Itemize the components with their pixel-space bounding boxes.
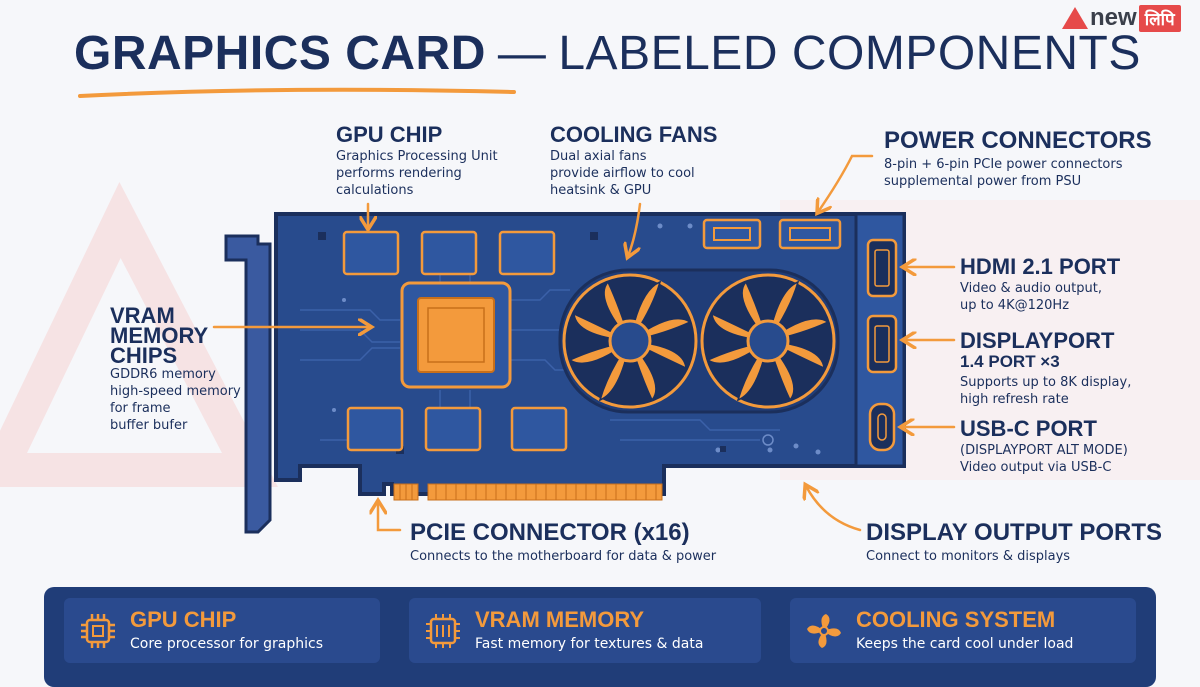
- label-power-connectors-desc: 8-pin + 6-pin PCIe power connectors supp…: [884, 156, 1152, 190]
- summary-card-desc: Keeps the card cool under load: [856, 635, 1074, 652]
- label-usbc: USB-C PORT (DISPLAYPORT ALT MODE) Video …: [960, 418, 1128, 476]
- label-display-outputs-title: DISPLAY OUTPUT PORTS: [866, 519, 1163, 546]
- summary-card-text: COOLING SYSTEM Keeps the card cool under…: [856, 606, 1074, 654]
- label-cooling-fans: COOLING FANS Dual axial fans provide air…: [550, 124, 717, 199]
- label-line: Video & audio output,: [960, 281, 1102, 296]
- summary-card-title: COOLING SYSTEM: [856, 606, 1056, 632]
- summary-card-text: GPU CHIP Core processor for graphics: [130, 606, 323, 654]
- label-power-connectors-title: POWER CONNECTORS: [884, 127, 1152, 154]
- label-title-line: 1.4 PORT ×3: [960, 352, 1060, 371]
- label-line: Graphics Processing Unit: [336, 149, 498, 164]
- label-title-line: VRAM: [110, 303, 175, 328]
- vram-chips: [342, 230, 568, 452]
- label-pcie-desc: Connects to the motherboard for data & p…: [410, 548, 716, 565]
- label-line: heatsink & GPU: [550, 183, 652, 198]
- chip-icon: [81, 613, 115, 648]
- label-line: calculations: [336, 183, 414, 198]
- watermark-logo: new लिपि: [1062, 2, 1181, 34]
- page-title-dash: —: [497, 27, 547, 80]
- label-line: Video output via USB-C: [960, 460, 1112, 475]
- label-line: buffer bufer: [110, 418, 188, 433]
- label-usbc-desc: (DISPLAYPORT ALT MODE) Video output via …: [960, 442, 1128, 476]
- summary-card-desc: Fast memory for textures & data: [475, 635, 704, 652]
- label-line: high refresh rate: [960, 392, 1069, 407]
- summary-card-gpu-chip: GPU CHIP Core processor for graphics: [64, 598, 380, 663]
- logo-triangle-icon: [1062, 7, 1088, 29]
- label-gpu-chip-desc: Graphics Processing Unit performs render…: [336, 148, 498, 199]
- label-line: GDDR6 memory: [110, 367, 216, 382]
- label-cooling-fans-desc: Dual axial fans provide airflow to cool …: [550, 148, 717, 199]
- label-line: 8-pin + 6-pin PCIe power connectors: [884, 157, 1123, 172]
- label-pcie-title: PCIE CONNECTOR (x16): [410, 519, 690, 546]
- leader-arrows: [212, 154, 956, 532]
- label-line: Supports up to 8K display,: [960, 375, 1132, 390]
- memory-icon: [426, 613, 460, 648]
- label-line: up to 4K@120Hz: [960, 298, 1070, 313]
- label-hdmi: HDMI 2.1 PORT Video & audio output, up t…: [960, 256, 1120, 314]
- label-vram-desc: GDDR6 memory high-speed memory for frame…: [110, 366, 241, 434]
- power-connectors: [702, 218, 842, 250]
- summary-card-cooling-system: COOLING SYSTEM Keeps the card cool under…: [790, 598, 1136, 663]
- label-line: performs rendering: [336, 166, 462, 181]
- label-title-line: CHIPS: [110, 343, 178, 368]
- page-title-sub: LABELED COMPONENTS: [558, 27, 1141, 80]
- fan-icon: [807, 613, 841, 648]
- label-usbc-title: USB-C PORT: [960, 416, 1097, 441]
- label-displayport-title: DISPLAYPORT 1.4 PORT ×3: [960, 330, 1131, 372]
- arrow-pcie: [378, 502, 402, 532]
- label-line: supplemental power from PSU: [884, 174, 1082, 189]
- arrow-display-outputs: [806, 486, 862, 532]
- page-title-main: GRAPHICS CARD: [74, 27, 486, 80]
- label-vram-title: VRAM MEMORY CHIPS: [110, 303, 241, 368]
- gpu-chip: [400, 281, 512, 389]
- label-cooling-fans-title: COOLING FANS: [550, 122, 718, 147]
- summary-bar: GPU CHIP Core processor for graphics VRA…: [44, 587, 1156, 687]
- summary-card-title: GPU CHIP: [130, 606, 237, 632]
- logo-text: new: [1090, 4, 1137, 31]
- logo-script-text: लिपि: [1138, 4, 1181, 32]
- label-display-outputs-desc: Connect to monitors & displays: [866, 548, 1162, 565]
- cooling-fans: [558, 268, 840, 414]
- arrow-cooling-fans: [628, 202, 642, 256]
- summary-card-title: VRAM MEMORY: [475, 606, 645, 632]
- label-gpu-chip: GPU CHIP Graphics Processing Unit perfor…: [336, 124, 498, 199]
- label-line: for frame: [110, 401, 171, 416]
- title-underline-swoosh: [78, 87, 516, 98]
- label-title-line: DISPLAYPORT: [960, 328, 1115, 353]
- label-line: provide airflow to cool: [550, 166, 695, 181]
- label-hdmi-title: HDMI 2.1 PORT: [960, 254, 1121, 279]
- page-title: GRAPHICS CARD—LABELED COMPONENTS: [74, 26, 1141, 81]
- label-displayport-desc: Supports up to 8K display, high refresh …: [960, 374, 1131, 408]
- summary-card-text: VRAM MEMORY Fast memory for textures & d…: [475, 606, 704, 654]
- arrow-power-connectors: [818, 154, 874, 212]
- label-line: Connect to monitors & displays: [866, 549, 1071, 564]
- label-title-line: MEMORY: [110, 323, 209, 348]
- label-gpu-chip-title: GPU CHIP: [336, 122, 443, 147]
- label-displayport: DISPLAYPORT 1.4 PORT ×3 Supports up to 8…: [960, 330, 1131, 408]
- summary-card-vram-memory: VRAM MEMORY Fast memory for textures & d…: [409, 598, 761, 663]
- label-line: Connects to the motherboard for data & p…: [410, 549, 717, 564]
- label-line: (DISPLAYPORT ALT MODE): [960, 443, 1128, 458]
- label-pcie: PCIE CONNECTOR (x16) Connects to the mot…: [410, 520, 716, 565]
- label-line: high-speed memory: [110, 384, 241, 399]
- summary-card-desc: Core processor for graphics: [130, 635, 323, 652]
- label-vram: VRAM MEMORY CHIPS GDDR6 memory high-spee…: [110, 303, 241, 434]
- label-hdmi-desc: Video & audio output, up to 4K@120Hz: [960, 280, 1120, 314]
- label-power-connectors: POWER CONNECTORS 8-pin + 6-pin PCIe powe…: [884, 128, 1152, 190]
- pcie-gold-fingers: [393, 483, 663, 501]
- display-output-ports: [854, 212, 906, 468]
- label-line: Dual axial fans: [550, 149, 647, 164]
- label-display-outputs: DISPLAY OUTPUT PORTS Connect to monitors…: [866, 520, 1162, 565]
